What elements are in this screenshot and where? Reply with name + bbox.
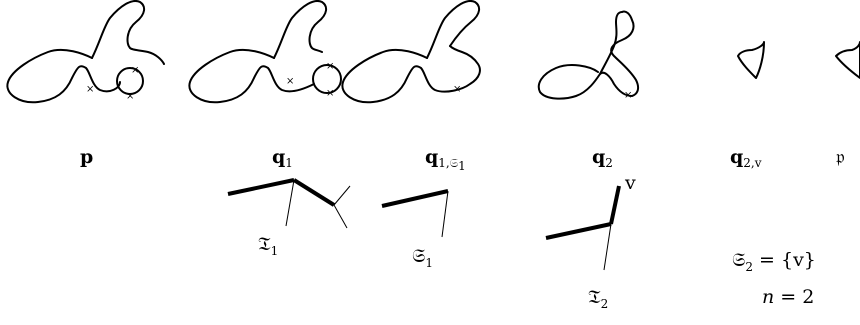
label-q2: q2 xyxy=(592,146,613,170)
label-S1: 𝔖1 xyxy=(412,245,433,270)
label-v: v xyxy=(624,172,636,194)
label-T1: 𝔗1 xyxy=(258,233,278,258)
label-q1: q1 xyxy=(272,146,293,170)
marker: × xyxy=(86,84,94,95)
tree-T1 xyxy=(227,178,351,229)
marker: × xyxy=(326,88,334,99)
loop-q2: × xyxy=(537,10,640,101)
loop-q1-s1: × xyxy=(341,0,481,104)
marker: × xyxy=(624,90,632,101)
marker: × xyxy=(326,61,334,72)
tree-T2 xyxy=(545,185,621,271)
label-T2: 𝔗2 xyxy=(588,286,608,311)
label-q1-s1: q1,𝔖1 xyxy=(425,146,466,173)
marker: × xyxy=(126,91,134,102)
loop-frak-p xyxy=(835,41,860,79)
loop-q1: × × × xyxy=(188,0,342,104)
loop-q2-v xyxy=(737,41,765,79)
label-frak-p: 𝔭 xyxy=(836,146,845,168)
tree-S1 xyxy=(381,189,449,238)
marker: × xyxy=(286,76,294,87)
label-p: p xyxy=(80,146,93,168)
marker: × xyxy=(453,84,461,95)
equation-n: n = 2 xyxy=(762,286,814,308)
loop-p: × × × xyxy=(6,0,165,104)
marker: × xyxy=(131,65,139,76)
label-q2-v: q2,v xyxy=(730,146,762,170)
equation-S2: 𝔖2 = {v} xyxy=(732,249,816,274)
